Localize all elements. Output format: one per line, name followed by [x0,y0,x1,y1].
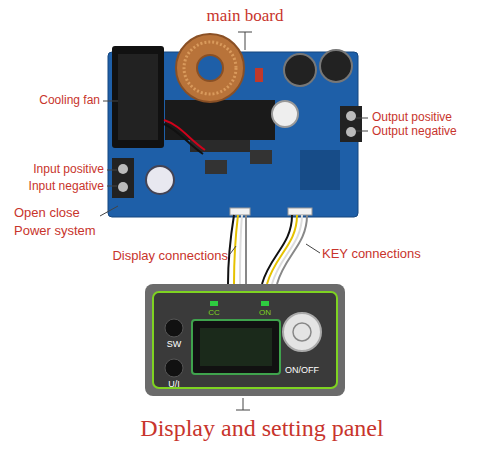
wires [234,215,238,284]
part-label: Cooling fan [39,93,100,107]
wires [262,215,292,284]
wires [240,215,242,284]
connector-headers [230,208,312,215]
leader-lines [107,170,117,171]
connector-headers [288,208,312,215]
indicator-label: CC [208,308,220,318]
button-label: SW [167,339,182,350]
capacitors [284,54,316,86]
part-label: Output negative [372,124,457,138]
part-label: main board [207,6,284,26]
terminal-blocks [346,127,356,137]
cooling-fan [112,46,205,154]
leader-lines [103,101,118,102]
main-board [205,160,227,174]
display-panel [145,284,345,396]
terminal-blocks [340,106,362,142]
wires [228,215,307,284]
display-panel [293,323,311,341]
leader-lines [230,246,236,254]
leader-lines [100,206,118,216]
capacitors [272,101,298,127]
terminal-blocks [346,111,356,121]
leader-lines [356,118,368,119]
terminal-blocks [112,106,362,198]
wires [267,215,297,284]
main-board [255,68,263,82]
leader-lines [107,186,117,187]
terminal-blocks [118,164,128,174]
toroid-inductor [176,34,244,102]
part-label: Input positive [33,162,104,176]
main-board [300,150,340,190]
leader-lines [236,398,250,410]
leader-lines [356,131,368,132]
display-panel [145,284,345,396]
display-panel [165,319,183,337]
capacitors [146,50,352,194]
leader-lines [306,244,320,253]
button-label: ON/OFF [285,365,319,376]
display-panel [153,292,337,388]
indicator-label: ON [259,308,271,318]
terminal-blocks [112,158,134,198]
capacitors [320,50,352,82]
leader-lines [100,32,368,410]
leader-lines [238,32,252,50]
terminal-blocks [118,182,128,192]
display-panel [165,359,183,377]
connector-headers [230,208,250,215]
part-label: KEY connections [322,246,421,262]
part-label: Output positive [372,110,452,124]
cooling-fan [112,46,164,148]
part-label: Open close Power system [14,204,106,239]
toroid-inductor [176,34,244,102]
panel-title: Display and setting panel [140,414,383,443]
capacitors [146,166,174,194]
display-panel [210,301,218,306]
display-panel [192,320,280,374]
toroid-inductor [197,55,223,81]
toroid-inductor [184,42,236,94]
main-board [165,100,275,140]
wires [272,215,302,284]
display-panel [283,313,321,351]
cooling-fan [164,120,205,150]
part-label: Input negative [29,179,104,193]
display-panel [200,328,272,366]
display-panel [261,301,269,306]
wires [245,215,247,284]
wires [277,215,307,284]
button-label: U/I [168,379,180,390]
main-board [250,150,272,164]
cooling-fan [164,124,203,154]
part-label: Display connections [112,248,228,264]
cooling-fan [118,54,158,140]
